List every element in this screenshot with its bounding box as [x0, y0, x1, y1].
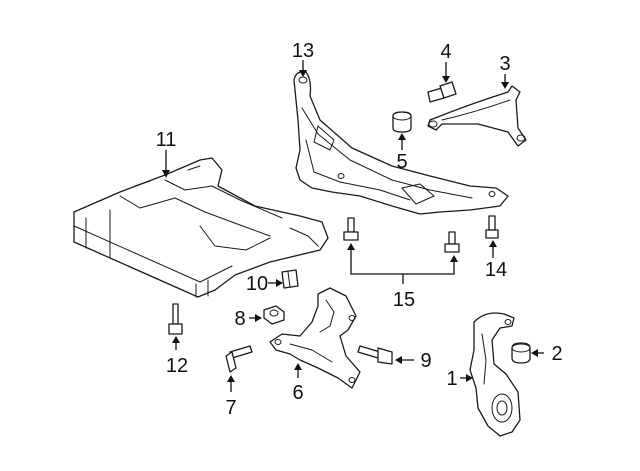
callout-15: 15: [393, 289, 415, 311]
callout-labels: 11 13 4 3 5 14 15 10 12 8 6 7 9 1 2: [156, 40, 563, 419]
callout-12: 12: [166, 355, 188, 377]
part-steering-knuckle[interactable]: [469, 312, 521, 437]
part-lower-subframe[interactable]: [73, 157, 329, 298]
part-bracket-6[interactable]: [269, 287, 361, 389]
callout-2: 2: [551, 343, 562, 365]
callout-14: 14: [485, 259, 507, 281]
callout-7: 7: [225, 397, 236, 419]
callout-5: 5: [396, 151, 407, 173]
part-bolt-7[interactable]: [225, 345, 253, 373]
callout-6: 6: [292, 382, 303, 404]
part-bolt-4[interactable]: [427, 81, 457, 103]
part-insulator-10[interactable]: [281, 269, 299, 289]
callout-4: 4: [440, 41, 451, 63]
callout-13: 13: [292, 40, 314, 62]
callout-9: 9: [420, 350, 431, 372]
part-bolt-12[interactable]: [168, 303, 183, 335]
part-nut-8[interactable]: [263, 305, 285, 325]
part-bolt-9[interactable]: [357, 345, 393, 365]
part-upper-control-arm[interactable]: [427, 85, 527, 147]
callout-3: 3: [499, 53, 510, 75]
part-bushing-2[interactable]: [511, 342, 531, 364]
part-bushing-5[interactable]: [392, 111, 412, 133]
callout-8: 8: [234, 308, 245, 330]
part-front-crossmember[interactable]: [293, 71, 509, 215]
callout-leaders: [162, 60, 544, 392]
part-stud-14[interactable]: [485, 215, 499, 239]
callout-11: 11: [156, 129, 177, 151]
callout-10: 10: [246, 273, 268, 295]
callout-1: 1: [446, 368, 457, 390]
part-bolts-15[interactable]: [343, 217, 460, 253]
